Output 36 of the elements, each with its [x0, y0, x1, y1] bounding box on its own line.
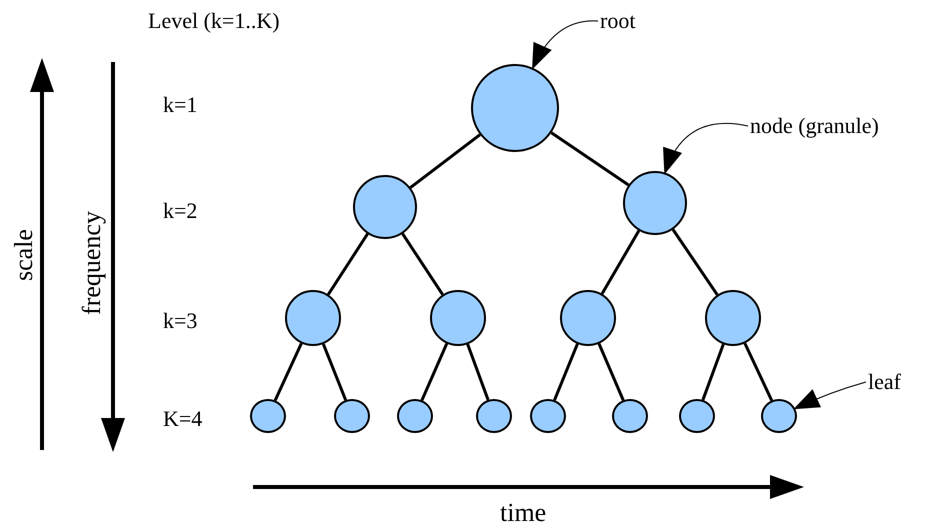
- connector-line: [274, 342, 303, 402]
- connector-line: [598, 343, 625, 401]
- level-label: k=1: [163, 91, 198, 119]
- connector-line: [702, 344, 725, 400]
- tree-node-circle: [250, 399, 286, 433]
- callout-text: leaf: [868, 367, 901, 397]
- leader-line: [532, 20, 598, 70]
- level-label: K=4: [163, 405, 202, 433]
- connector-line: [600, 230, 640, 295]
- level-label: k=3: [163, 307, 198, 335]
- leader-line: [664, 122, 748, 174]
- connector-line: [553, 343, 579, 401]
- connector-line: [322, 343, 348, 401]
- tree-node-circle: [679, 399, 715, 433]
- tree-node-circle: [612, 399, 648, 433]
- tree-node-circle: [397, 399, 433, 433]
- level-label: Level (k=1..K): [148, 7, 280, 35]
- connector-line: [466, 344, 490, 400]
- connector-line: [410, 133, 481, 189]
- tree-node-circle: [334, 399, 370, 433]
- axis-label: frequency: [76, 211, 107, 315]
- connector-line: [744, 342, 774, 402]
- tree-node-circle: [761, 399, 797, 433]
- level-label: k=2: [163, 197, 198, 225]
- callout-text: node (granule): [750, 111, 879, 141]
- connector-line: [401, 232, 444, 296]
- callout-text: root: [600, 6, 636, 36]
- connector-line: [420, 343, 448, 401]
- leader-line: [793, 382, 866, 410]
- connector-line: [550, 131, 630, 186]
- connector-line: [672, 228, 719, 296]
- tree-node-circle: [476, 399, 512, 433]
- axis-label: scale: [8, 229, 39, 281]
- connector-line: [326, 233, 369, 296]
- level-label: time: [500, 498, 546, 528]
- tree-node-circle: [530, 399, 566, 433]
